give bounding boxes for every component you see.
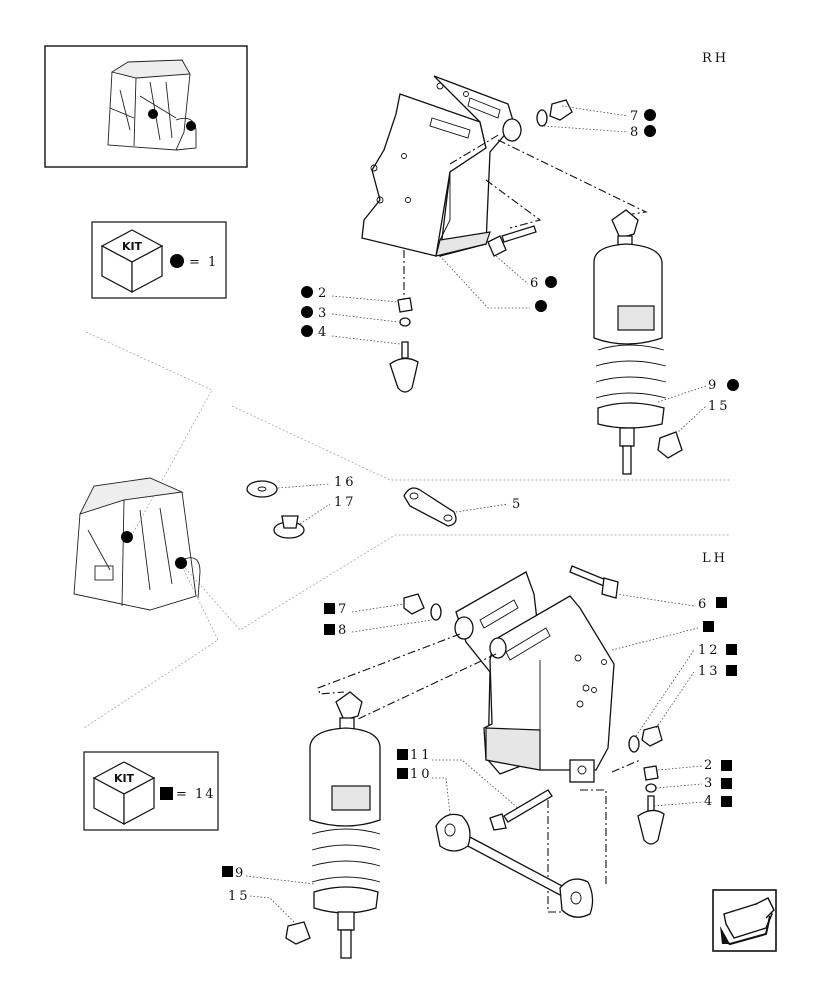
section-title-lh: LH (702, 551, 728, 566)
kit-equals-1: = 1 (189, 255, 218, 270)
cab-location-inset (44, 45, 248, 168)
lh-label-11: 11 (410, 748, 433, 763)
lh-bracket-marker (703, 621, 714, 632)
lh-label-13: 13 (698, 664, 721, 679)
lh-marker-10 (397, 768, 408, 779)
mid-label-16: 16 (334, 475, 357, 490)
lh-marker-6 (716, 597, 727, 608)
rh-shock-absorber (593, 209, 667, 475)
lh-bolt-11 (489, 789, 553, 831)
kit-square-marker (160, 787, 173, 800)
cab-mount-marker-2 (186, 121, 196, 131)
lh-rod-10 (435, 813, 594, 918)
lh-shock-absorber (309, 691, 381, 959)
rh-nut-washer (536, 99, 573, 127)
middle-cab-icon (73, 477, 201, 611)
lh-label-8: 8 (338, 623, 349, 638)
rh-label-6: 6 (530, 276, 541, 291)
kit-badge-2: KIT (114, 772, 135, 785)
mid-mount-17 (273, 515, 305, 539)
cab-thumbnail-icon (107, 59, 197, 151)
next-page-arrow-icon[interactable] (712, 889, 777, 952)
lh-label-9: 9 (235, 866, 246, 881)
lh-washer-12 (628, 735, 640, 753)
rh-label-8: 8 (630, 125, 641, 140)
rh-label-2: 2 (318, 286, 329, 301)
rh-bracket (361, 75, 522, 257)
rh-label-3: 3 (318, 306, 329, 321)
rh-stack-parts (389, 297, 419, 393)
lh-stack-parts (637, 765, 665, 845)
kit-equals-2: = 14 (176, 787, 216, 802)
rh-bracket-marker (535, 300, 547, 312)
cab-mount-marker-1 (148, 109, 158, 119)
mid-label-17: 17 (334, 495, 357, 510)
lh-marker-2 (721, 760, 732, 771)
lh-marker-13 (726, 665, 737, 676)
rh-label-7: 7 (630, 109, 641, 124)
rh-marker-3 (301, 306, 313, 318)
lh-nut-13 (641, 725, 663, 747)
mid-washer-16 (246, 480, 278, 498)
section-title-rh: RH (702, 51, 729, 66)
rh-marker-8 (644, 125, 656, 137)
lh-marker-4 (721, 796, 732, 807)
rh-marker-4 (301, 325, 313, 337)
lh-nut-15 (285, 921, 311, 945)
lh-bracket (454, 571, 615, 783)
rh-label-9: 9 (708, 378, 719, 393)
lh-marker-9 (222, 866, 233, 877)
lh-marker-8 (324, 624, 335, 635)
rh-marker-6 (545, 276, 557, 288)
rh-nut-15 (657, 431, 683, 459)
kit-circle-marker (170, 254, 184, 268)
kit-badge-1: KIT (122, 240, 143, 253)
mid-cab-marker-1 (121, 531, 133, 543)
mid-cab-marker-2 (175, 557, 187, 569)
mid-link-plate-5 (403, 487, 457, 527)
lh-label-3: 3 (704, 776, 715, 791)
mid-label-5: 5 (512, 497, 523, 512)
lh-label-4: 4 (704, 794, 715, 809)
lh-marker-11 (397, 749, 408, 760)
lh-nut-washer (403, 593, 442, 621)
lh-label-7: 7 (338, 602, 349, 617)
rh-bolt (487, 225, 537, 257)
lh-label-2: 2 (704, 758, 715, 773)
rh-marker-2 (301, 286, 313, 298)
lh-label-12: 12 (698, 643, 721, 658)
kit-box-circle: KIT = 1 (91, 221, 227, 299)
lh-marker-12 (726, 644, 737, 655)
lh-marker-3 (721, 778, 732, 789)
rh-marker-9 (727, 379, 739, 391)
lh-label-15: 15 (228, 889, 251, 904)
rh-label-4: 4 (318, 325, 329, 340)
lh-label-10: 10 (410, 767, 433, 782)
lh-bolt (569, 565, 619, 599)
lh-marker-7 (324, 603, 335, 614)
lh-label-6: 6 (698, 597, 709, 612)
rh-label-15: 15 (708, 399, 731, 414)
rh-marker-7 (644, 109, 656, 121)
kit-box-square: KIT = 14 (83, 751, 219, 831)
